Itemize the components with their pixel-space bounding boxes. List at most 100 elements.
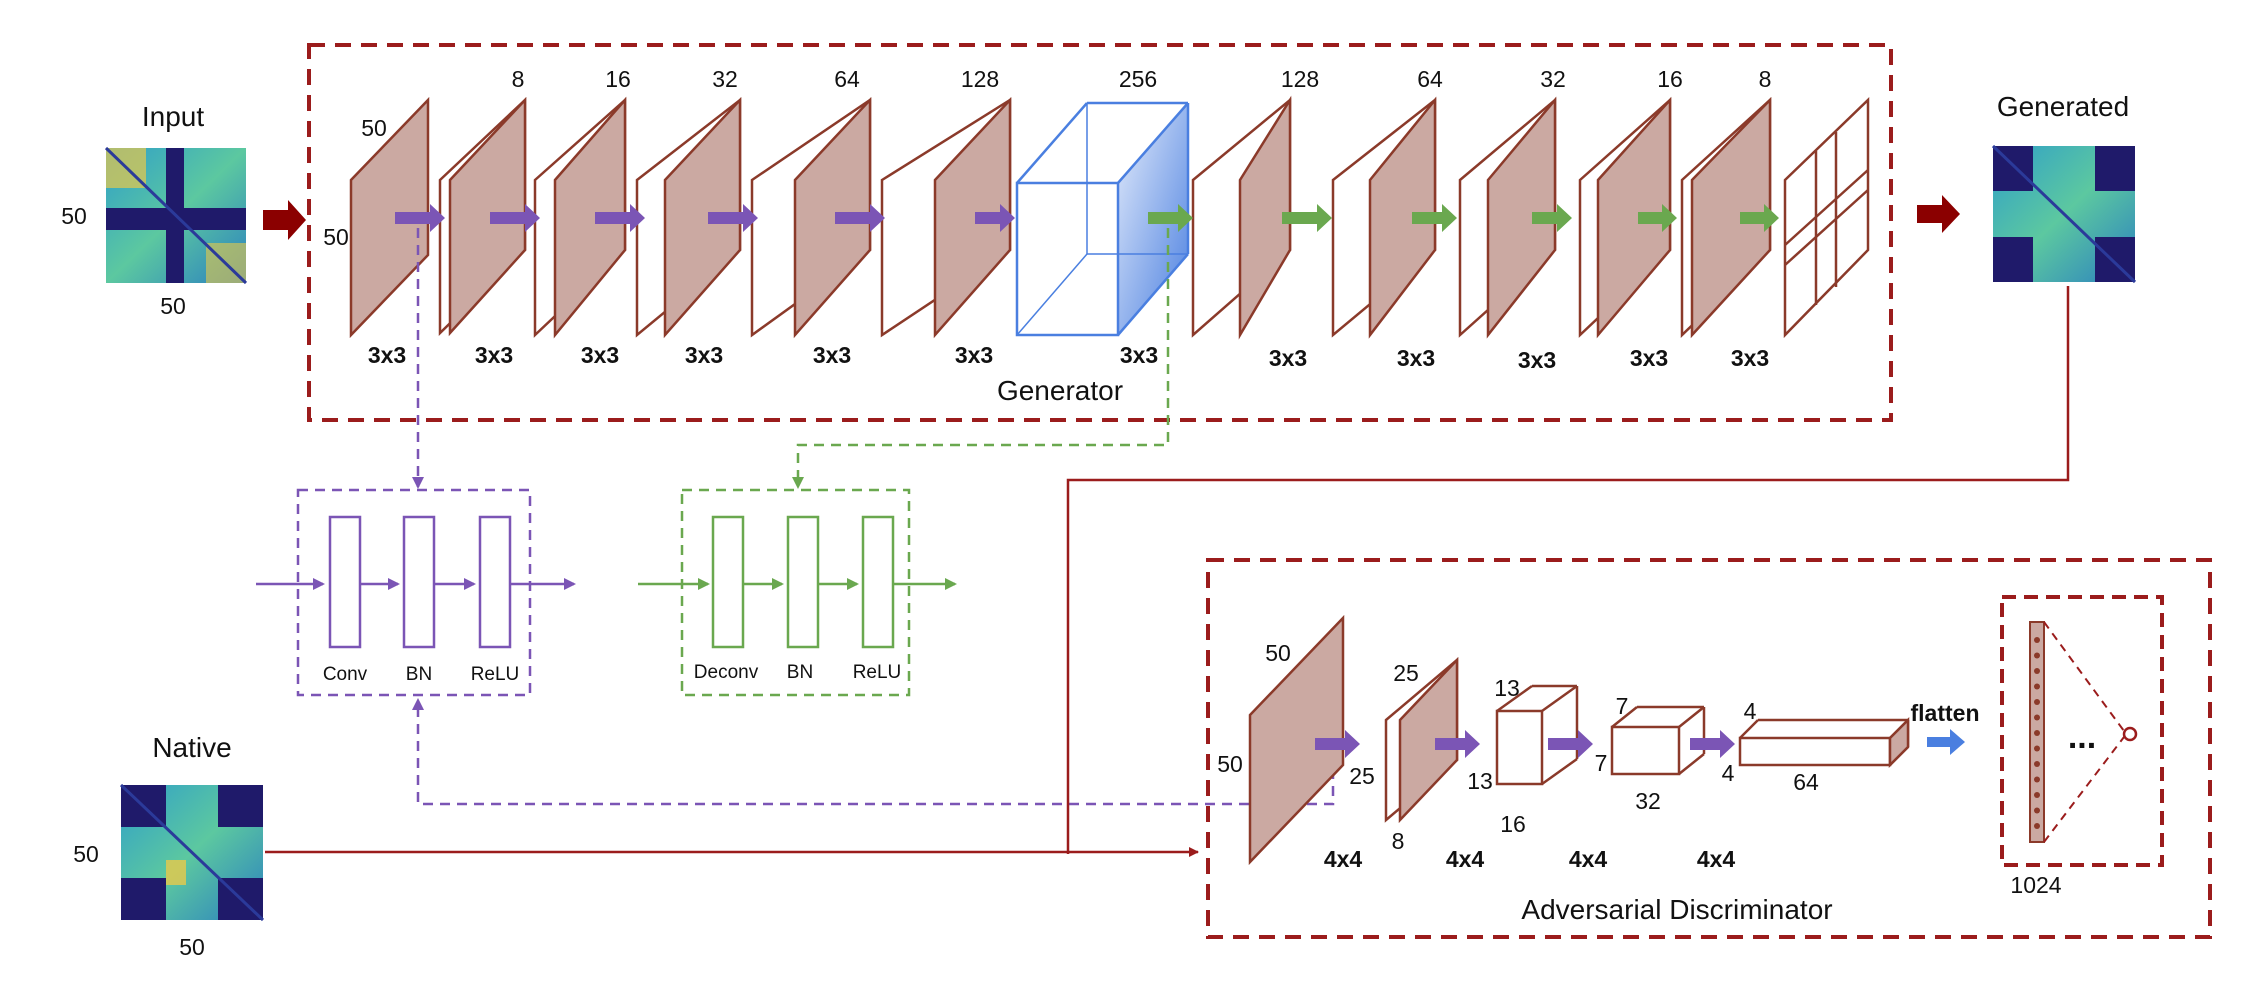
gen-layer-12 [1680, 96, 1772, 339]
input-dim-bottom: 50 [160, 293, 186, 319]
gen-kernel: 3x3 [475, 342, 513, 368]
relu-bar [478, 515, 512, 649]
gen-channel: 64 [1417, 66, 1443, 92]
generated-title: Generated [1997, 91, 2129, 122]
disc-layer-5 [1738, 718, 1910, 767]
disc-first-width: 50 [1217, 751, 1243, 777]
output-arrow-icon [1917, 195, 1960, 233]
native-title: Native [152, 732, 231, 763]
gen-kernel: 3x3 [685, 342, 723, 368]
gen-kernel: 3x3 [1397, 345, 1435, 371]
gen-layer-4 [635, 96, 742, 339]
gen-layer-8 [1191, 95, 1292, 340]
disc-l2-height: 25 [1393, 660, 1419, 686]
gen-deconv-arrows [1148, 204, 1779, 232]
gen-output-layer [1783, 97, 1870, 339]
disc-arrow [1435, 730, 1480, 758]
gen-layer-5 [750, 96, 872, 339]
gen-layer-11 [1578, 96, 1672, 339]
dense-neuron [2034, 792, 2040, 798]
disc-kernel: 4x4 [1697, 846, 1736, 872]
gen-layer-9 [1331, 96, 1437, 339]
gen-kernel: 3x3 [1120, 342, 1158, 368]
disc-layer-1 [1248, 614, 1345, 866]
native-heatmap [119, 783, 265, 922]
gen-channel: 16 [605, 66, 631, 92]
disc-layer-3 [1495, 684, 1579, 786]
generated-heatmap [1991, 144, 2137, 284]
disc-l2-depth: 8 [1392, 828, 1405, 854]
gen-first-height: 50 [361, 115, 387, 141]
input-arrow-icon [263, 200, 306, 240]
deconv-bar [711, 515, 745, 649]
conv-bar [328, 515, 362, 649]
disc-l3-width: 13 [1467, 768, 1493, 794]
relu-label: ReLU [853, 662, 902, 683]
dense-neuron [2034, 745, 2040, 752]
gen-kernel: 3x3 [1269, 345, 1307, 371]
dense-edge-top [2043, 621, 2125, 732]
disc-l3-depth: 16 [1500, 811, 1526, 837]
dense-neurons [2034, 637, 2040, 829]
gen-channel: 32 [1540, 66, 1566, 92]
gen-first-width: 50 [323, 224, 349, 250]
dense-size: 1024 [2010, 872, 2061, 898]
native-dim-bottom: 50 [179, 934, 205, 960]
disc-arrow [1690, 730, 1735, 758]
native-dim-left: 50 [73, 841, 99, 867]
conv-block-frame [296, 488, 532, 697]
gen-channel: 32 [712, 66, 738, 92]
gen-channel: 256 [1119, 66, 1157, 92]
dense-neuron [2034, 776, 2040, 783]
disc-conv-callout [412, 698, 1335, 806]
deconv-label: Deconv [694, 662, 759, 683]
output-node [2122, 726, 2138, 742]
disc-kernel: 4x4 [1569, 846, 1608, 872]
disc-layer-2 [1384, 656, 1459, 824]
flatten-arrow-icon [1927, 729, 1965, 755]
disc-l4-depth: 32 [1635, 788, 1661, 814]
input-heatmap [104, 146, 248, 285]
gen-kernel: 3x3 [813, 342, 851, 368]
disc-arrow [1548, 730, 1593, 758]
gen-kernel: 3x3 [581, 342, 619, 368]
dense-frame [2000, 595, 2164, 867]
gen-layer-1 [349, 96, 430, 339]
disc-kernel: 4x4 [1446, 846, 1485, 872]
disc-l4-width: 7 [1595, 750, 1608, 776]
disc-arrow [1315, 730, 1360, 758]
relu-bar [861, 515, 895, 649]
bn-label: BN [406, 664, 432, 685]
dense-neuron [2034, 761, 2040, 767]
dense-neuron [2034, 807, 2040, 814]
disc-kernel: 4x4 [1324, 846, 1363, 872]
gen-layer-2 [438, 96, 527, 337]
gen-conv-arrows [395, 204, 1015, 232]
relu-label: ReLU [471, 664, 520, 685]
gen-layer-3 [533, 96, 627, 339]
disc-l2-width: 25 [1349, 763, 1375, 789]
generated-to-discriminator-line [1066, 286, 2070, 854]
dense-neuron [2034, 637, 2040, 643]
gen-kernel: 3x3 [955, 342, 993, 368]
disc-l5-height: 4 [1744, 698, 1757, 724]
gen-kernel: 3x3 [368, 342, 406, 368]
gen-kernel: 3x3 [1731, 345, 1769, 371]
gen-channel: 8 [1759, 66, 1772, 92]
disc-l4-height: 7 [1616, 693, 1629, 719]
gen-channel: 64 [834, 66, 860, 92]
gen-layer-6 [880, 96, 1012, 339]
input-dim-left: 50 [61, 203, 87, 229]
gen-kernel: 3x3 [1518, 347, 1556, 373]
generator-frame [307, 43, 1893, 422]
disc-l3-height: 13 [1494, 675, 1520, 701]
gen-channel: 128 [961, 66, 999, 92]
flatten-label: flatten [1911, 700, 1980, 726]
gen-kernel: 3x3 [1630, 345, 1668, 371]
dense-neuron [2034, 714, 2040, 721]
gen-channel: 16 [1657, 66, 1683, 92]
dense-neuron [2034, 683, 2040, 690]
gen-channel: 128 [1281, 66, 1319, 92]
dense-neuron [2034, 699, 2040, 705]
